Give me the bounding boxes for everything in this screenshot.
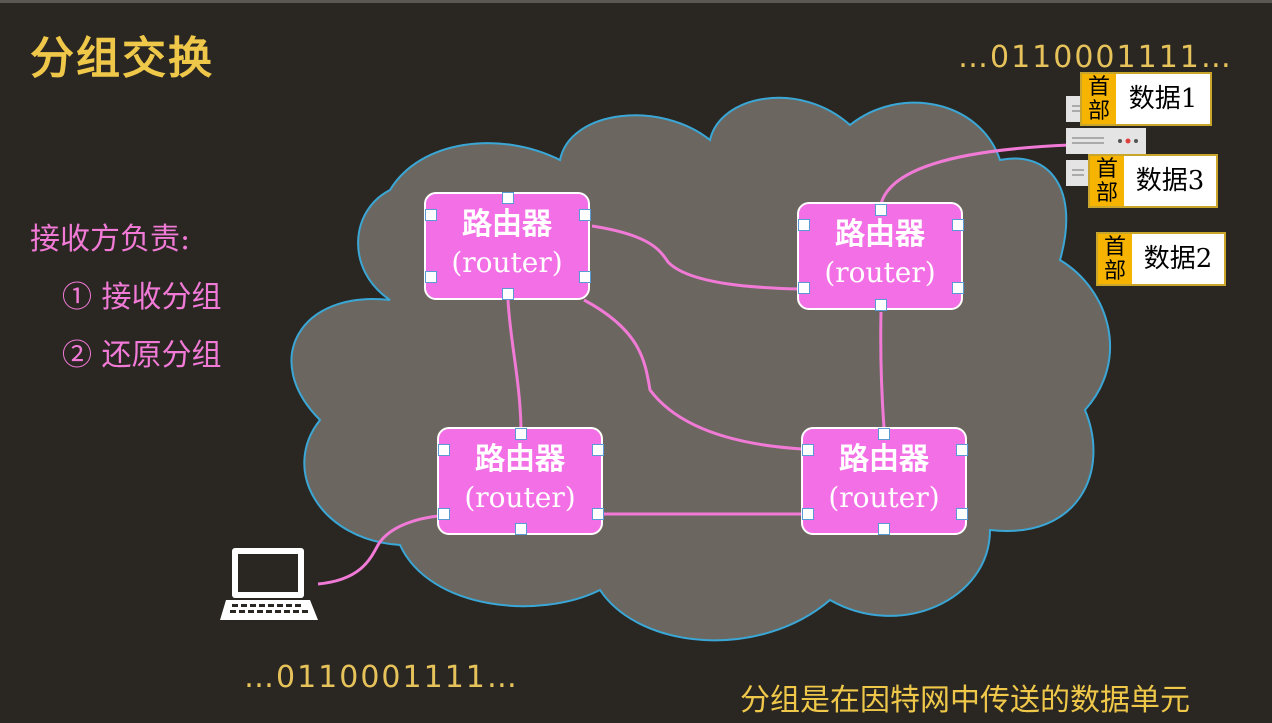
router-label: 路由器 (839, 442, 929, 477)
resize-handle[interactable] (875, 204, 887, 216)
router-sublabel: (router) (824, 256, 936, 289)
router-label: 路由器 (835, 217, 925, 252)
resize-handle[interactable] (956, 444, 968, 456)
resize-handle[interactable] (438, 444, 450, 456)
router-sublabel: (router) (828, 481, 940, 514)
link-r2-r4 (879, 311, 886, 429)
resize-handle[interactable] (802, 444, 814, 456)
bitstream-bottom: …0110001111… (244, 660, 519, 695)
resize-handle[interactable] (592, 508, 604, 520)
packet-header: 首部 (1098, 234, 1132, 284)
resize-handle[interactable] (502, 288, 514, 300)
resize-handle[interactable] (579, 271, 591, 283)
router-top-left[interactable]: 路由器 (router) (424, 192, 590, 300)
router-bottom-left[interactable]: 路由器 (router) (437, 427, 603, 535)
resize-handle[interactable] (878, 428, 890, 440)
router-label: 路由器 (462, 207, 552, 242)
resize-handle[interactable] (952, 282, 964, 294)
packet-payload: 数据1 (1116, 74, 1210, 124)
packet-header: 首部 (1090, 156, 1124, 206)
packet-data3: 首部 数据3 (1088, 154, 1218, 208)
resize-handle[interactable] (425, 271, 437, 283)
resize-handle[interactable] (802, 508, 814, 520)
router-sublabel: (router) (464, 481, 576, 514)
resize-handle[interactable] (502, 192, 514, 204)
resize-handle[interactable] (878, 523, 890, 535)
link-r1-r2 (591, 224, 799, 291)
link-r1-r3 (506, 299, 523, 429)
caption: 分组是在因特网中传送的数据单元 (740, 683, 1190, 718)
top-border (0, 0, 1272, 3)
resize-handle[interactable] (515, 428, 527, 440)
router-label: 路由器 (475, 442, 565, 477)
resize-handle[interactable] (425, 209, 437, 221)
packet-payload: 数据2 (1132, 234, 1224, 284)
packet-header: 首部 (1082, 74, 1116, 124)
laptop-icon (220, 548, 318, 620)
packet-payload: 数据3 (1124, 156, 1216, 206)
router-sublabel: (router) (451, 246, 563, 279)
router-top-right[interactable]: 路由器 (router) (797, 202, 963, 310)
packet-data2: 首部 数据2 (1096, 232, 1226, 286)
resize-handle[interactable] (798, 219, 810, 231)
resize-handle[interactable] (956, 508, 968, 520)
receiver-item-restore: ② 还原分组 (62, 338, 222, 373)
resize-handle[interactable] (875, 299, 887, 311)
resize-handle[interactable] (952, 219, 964, 231)
link-r1-r4 (583, 298, 803, 451)
cloud-shape (290, 96, 1112, 642)
page-title: 分组交换 (30, 33, 214, 84)
link-lines (317, 143, 1071, 586)
receiver-heading: 接收方负责: (30, 222, 191, 257)
link-laptop-r3 (317, 514, 439, 586)
link-r2-server (879, 143, 1071, 205)
resize-handle[interactable] (579, 209, 591, 221)
resize-handle[interactable] (438, 508, 450, 520)
packet-data1: 首部 数据1 (1080, 72, 1212, 126)
bitstream-top: …0110001111… (958, 40, 1233, 75)
resize-handle[interactable] (592, 444, 604, 456)
resize-handle[interactable] (515, 523, 527, 535)
resize-handle[interactable] (798, 282, 810, 294)
router-bottom-right[interactable]: 路由器 (router) (801, 427, 967, 535)
receiver-item-receive: ① 接收分组 (62, 280, 222, 315)
